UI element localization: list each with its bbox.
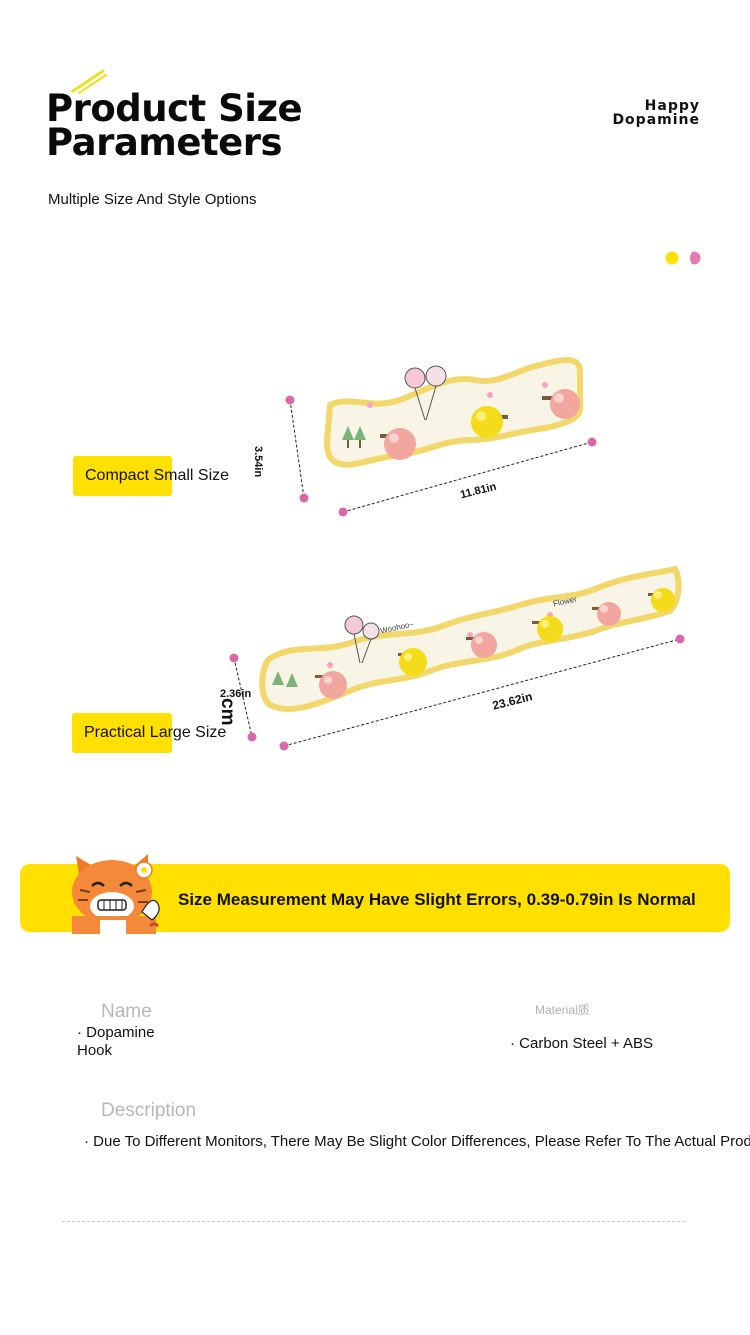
compact-size-tag: Compact Small Size — [73, 456, 229, 496]
brand-line-2: Dopamine — [612, 112, 700, 128]
brand-line-1: Happy — [644, 98, 700, 114]
material-value: · Carbon Steel + ABS — [510, 1035, 653, 1052]
tiger-mascot-icon — [72, 854, 160, 934]
large-size-label: Practical Large Size — [84, 724, 227, 741]
name-value-line-2: Hook — [77, 1042, 113, 1059]
large-hook-illustration — [229, 565, 685, 751]
title-line-1: Product Size — [46, 87, 303, 130]
small-height-label: 3.54in — [252, 446, 264, 478]
name-value-line-1: · Dopamine — [77, 1024, 155, 1041]
large-height-label: 2.36in — [220, 688, 252, 700]
name-label: Name — [101, 1001, 152, 1022]
brand-logo: Happy Dopamine — [612, 99, 700, 127]
pen-stroke-icon — [71, 69, 107, 94]
title-line-2: Parameters — [46, 121, 283, 164]
material-label: Material质 — [535, 1003, 590, 1017]
page-subtitle: Multiple Size And Style Options — [48, 191, 257, 208]
name-value: · Dopamine Hook — [77, 1024, 155, 1060]
notice-text: Size Measurement May Have Slight Errors,… — [178, 890, 696, 909]
description-value: · Due To Different Monitors, There May B… — [84, 1133, 750, 1150]
page-title: Product Size Parameters — [46, 87, 303, 164]
decorative-dots-icon — [665, 251, 701, 265]
large-size-tag: Practical Large Size — [72, 713, 226, 753]
compact-size-label: Compact Small Size — [85, 467, 230, 484]
section-divider — [62, 1221, 685, 1222]
description-label: Description — [101, 1100, 197, 1121]
small-hook-illustration — [285, 357, 597, 517]
